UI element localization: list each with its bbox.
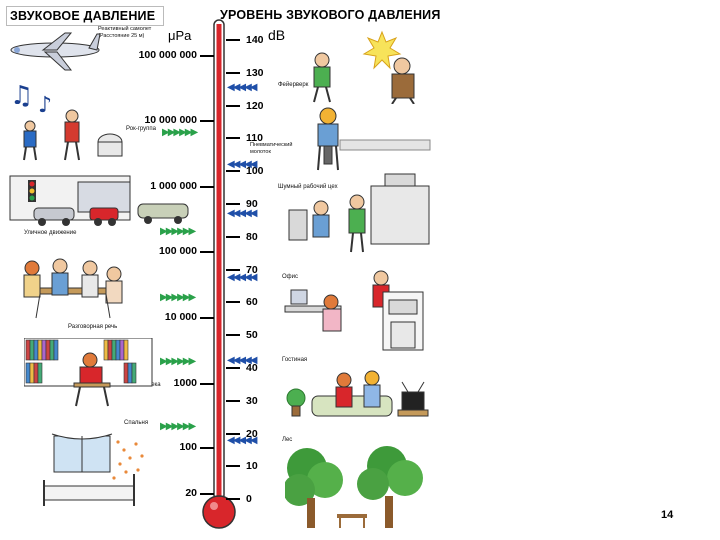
arrow-workshop: ◀◀◀◀◀	[227, 208, 257, 219]
db-tick	[226, 170, 240, 173]
db-tick	[226, 268, 240, 271]
db-tick	[226, 465, 240, 468]
arrow-bedroom: ▶▶▶▶▶▶	[160, 421, 196, 432]
note-jackhammer: Пневматический молоток	[250, 142, 293, 155]
db-tick	[226, 301, 240, 304]
conversation-illustration	[23, 258, 123, 319]
db-unit: dB	[268, 27, 286, 43]
arrow-library: ▶▶▶▶▶▶	[160, 356, 196, 367]
db-tick	[226, 367, 240, 369]
forest-illustration	[285, 446, 423, 528]
db-label-30: 30	[246, 394, 258, 407]
db-label-80: 80	[246, 230, 258, 243]
db-label-50: 50	[246, 329, 258, 342]
firecracker-illustration	[313, 30, 415, 104]
arrow-firecracker: ◀◀◀◀◀	[227, 82, 257, 93]
pa-label-20: 20	[185, 487, 197, 499]
db-label-40: 40	[246, 362, 258, 374]
db-tick	[226, 399, 240, 402]
street-illustration	[9, 175, 189, 226]
db-label-110: 110	[246, 132, 263, 145]
note-bedroom: Спальня	[124, 420, 149, 426]
db-label-90: 90	[246, 198, 258, 210]
thermometer	[202, 19, 236, 529]
arrow-office: ◀◀◀◀◀	[227, 272, 257, 283]
db-label-20: 20	[246, 427, 258, 440]
pa-tick	[200, 493, 214, 495]
workshop-illustration	[288, 173, 430, 253]
svg-text:♪: ♪	[38, 93, 52, 118]
pa-tick	[200, 251, 214, 253]
db-tick	[226, 235, 240, 238]
pa-label-1000000: 1 000 000	[150, 180, 197, 192]
pa-label-1000: 1000	[173, 377, 197, 389]
db-tick	[226, 334, 240, 337]
pa-unit: μPa	[168, 28, 192, 43]
db-tick	[226, 104, 240, 107]
arrow-speech: ▶▶▶▶▶▶	[160, 292, 196, 303]
arrow-living: ◀◀◀◀◀	[227, 355, 257, 366]
bedroom-illustration	[43, 433, 144, 506]
note-forest: Лес	[282, 437, 293, 443]
page-number: 14	[661, 509, 674, 521]
db-label-60: 60	[246, 296, 258, 309]
note-office: Офис	[282, 274, 298, 280]
db-tick	[226, 137, 240, 140]
db-label-10: 10	[246, 460, 258, 473]
pa-tick	[200, 186, 214, 188]
db-label-0: 0	[246, 493, 252, 506]
svg-text:♫: ♫	[10, 82, 33, 111]
db-tick	[226, 498, 240, 501]
pa-tick	[200, 447, 214, 449]
office-illustration	[284, 270, 424, 351]
note-firecracker: Фейерверк	[278, 82, 309, 88]
pa-tick	[200, 383, 214, 385]
db-label-120: 120	[246, 99, 264, 112]
jackhammer-illustration	[317, 107, 431, 171]
db-tick	[226, 71, 240, 74]
arrow-forest: ◀◀◀◀◀	[227, 435, 257, 446]
arrow-rock: ▶▶▶▶▶▶	[162, 127, 198, 138]
db-label-100: 100	[246, 165, 264, 178]
note-street: Уличное движение	[24, 230, 77, 236]
db-tick	[226, 39, 240, 41]
arrow-street: ▶▶▶▶▶▶	[160, 226, 196, 237]
note-workshop: Шумный рабочий цех	[278, 184, 338, 190]
rock-band-illustration: ♫ ♪	[10, 82, 123, 161]
left-title: ЗВУКОВОЕ ДАВЛЕНИЕ	[6, 6, 164, 26]
right-title: УРОВЕНЬ ЗВУКОВОГО ДАВЛЕНИЯ	[220, 8, 441, 22]
pa-label-10000: 10 000	[164, 311, 197, 323]
pa-tick	[200, 120, 214, 122]
arrow-jackhammer: ◀◀◀◀◀	[227, 159, 257, 170]
pa-tick	[200, 55, 214, 57]
db-label-130: 130	[246, 66, 264, 79]
pa-label-100000000: 100 000 000	[138, 49, 197, 61]
pa-label-100: 100	[179, 441, 197, 453]
db-label-140: 140	[246, 34, 264, 46]
db-tick	[226, 432, 240, 435]
living-room-illustration	[286, 370, 429, 417]
db-label-70: 70	[246, 263, 258, 276]
pa-tick	[200, 317, 214, 319]
pa-label-10000000: 10 000 000	[144, 114, 197, 126]
library-illustration	[24, 338, 153, 407]
note-conversation: Разговорная речь	[68, 324, 118, 330]
db-tick	[226, 203, 240, 205]
note-living: Гостиная	[282, 357, 308, 363]
note-jet: Реактивный самолет (Расстояние 25 м)	[98, 26, 152, 39]
note-rock: Рок-группа	[126, 126, 156, 132]
pa-label-100000: 100 000	[159, 245, 197, 257]
jet-illustration	[10, 32, 100, 71]
